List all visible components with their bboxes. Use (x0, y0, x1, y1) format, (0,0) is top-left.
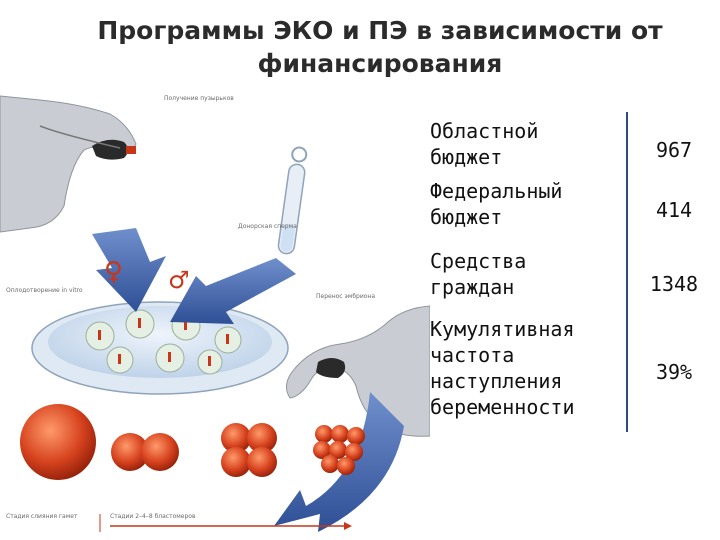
slide-title: Программы ЭКО и ПЭ в зависимости от фина… (60, 14, 700, 80)
stats-divider (626, 112, 628, 432)
embryo-stages (20, 404, 365, 480)
stat-value: 414 (655, 198, 693, 222)
stat-value: 1348 (649, 272, 699, 296)
uterus-left-shape (0, 95, 137, 233)
catheter-left (39, 125, 121, 149)
caption-transfer: Перенос эмбриона (316, 293, 375, 300)
stat-value: 39% (655, 360, 693, 384)
male-symbol: ♂ (168, 266, 190, 294)
caption-fusion: Стадия слияния гамет (6, 513, 78, 520)
stat-label: Средства граждан (430, 249, 527, 299)
caption-fertilization: Оплодотворение in vitro (6, 287, 83, 294)
two-cell-embryo (111, 433, 179, 471)
arrow-from-ovary (92, 228, 166, 312)
title-line-2: финансирования (257, 49, 503, 78)
stats-table: Областной бюджет 967 Федеральный бюджет … (426, 112, 716, 432)
arrow-to-uterus (274, 392, 404, 532)
test-tube (277, 146, 308, 255)
zygote-cell (20, 404, 96, 480)
four-cell-embryo (221, 423, 277, 477)
uterus-right-shape (286, 305, 430, 437)
ovary-right-shape (316, 358, 346, 378)
caption-egg-retrieval: Получение пузырьков (164, 95, 234, 102)
caption-cleavage: Стадии 2–4–8 бластомеров (110, 513, 196, 520)
stat-label: Федеральный бюджет (430, 179, 563, 229)
stat-value: 967 (655, 138, 693, 162)
catheter-tip-left (126, 146, 136, 154)
female-symbol: ♀ (104, 257, 123, 287)
ivf-diagram: ♀ ♂ Получение пузырьков Донорская сперма… (0, 95, 430, 532)
title-line-1: Программы ЭКО и ПЭ в зависимости от (97, 16, 663, 45)
stat-label: Областной бюджет (430, 119, 539, 169)
arrow-from-tube (170, 258, 296, 324)
caption-donor-sperm: Донорская сперма (238, 223, 297, 230)
eight-cell-embryo (313, 425, 365, 475)
stat-label: Кумулятивная частота наступления беремен… (430, 317, 575, 419)
ivf-illustration: ♀ ♂ Получение пузырьков Донорская сперма… (0, 86, 430, 540)
ovary-left-shape (92, 139, 128, 160)
timeline-arrow-head (344, 522, 352, 530)
